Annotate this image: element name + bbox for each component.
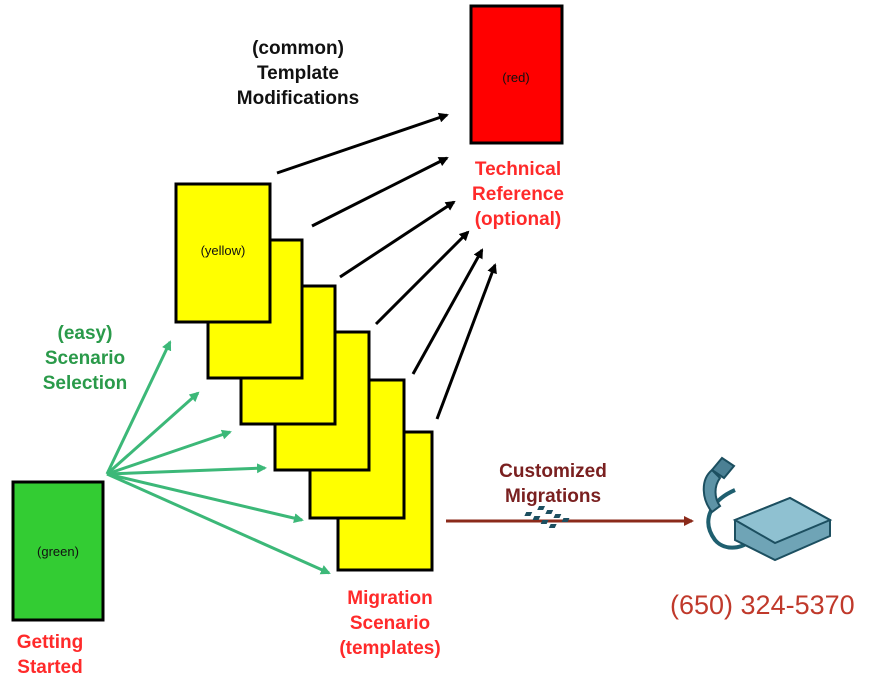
green-arrow [106, 472, 331, 575]
label-line: Template [256, 63, 339, 84]
green-arrow [106, 463, 267, 476]
green-arrow [106, 391, 200, 476]
black-arrow [411, 248, 484, 375]
red-box-label: (red) [502, 70, 529, 85]
label-line: Modifications [236, 88, 360, 109]
black-arrow [311, 156, 449, 228]
black-arrow [435, 263, 497, 420]
label-line: (templates) [339, 638, 441, 659]
phone-number: (650) 324-5370 [670, 590, 855, 620]
black-arrow [276, 112, 449, 175]
getting-started-label: Getting Started [10, 630, 90, 680]
customized-migrations-label: Customized Migrations [493, 459, 613, 509]
label-line: Started [17, 657, 83, 678]
yellow-box [174, 182, 272, 324]
green-arrow [106, 472, 304, 524]
technical-reference-label: Technical Reference (optional) [448, 157, 588, 232]
label-line: Scenario [44, 348, 126, 369]
scenario-selection-label: (easy) Scenario Selection [20, 321, 150, 396]
migration-scenario-label: Migration Scenario (templates) [320, 586, 460, 661]
label-line: Scenario [349, 613, 431, 634]
label-line: Selection [42, 373, 128, 394]
label-line: Getting [16, 632, 84, 653]
yellow-stack [174, 182, 434, 572]
black-arrow [339, 200, 456, 279]
green-box-label: (green) [37, 544, 79, 559]
label-line: (easy) [57, 323, 113, 344]
template-modifications-label: (common) Template Modifications [218, 36, 378, 111]
label-line: (common) [252, 38, 344, 59]
label-line: Migrations [504, 486, 602, 507]
label-line: Migration [347, 588, 433, 609]
red-box [469, 4, 564, 145]
yellow-box-label: (yellow) [201, 243, 246, 258]
black-arrow [374, 230, 470, 326]
green-arrow [105, 340, 172, 475]
green-arrow [106, 429, 232, 476]
label-line: Reference [472, 184, 564, 205]
label-line: Technical [474, 159, 562, 180]
modification-arrows [276, 112, 497, 420]
selection-arrows [105, 340, 331, 575]
label-line: Customized [499, 461, 607, 482]
green-box [11, 480, 105, 622]
label-line: (optional) [474, 209, 562, 230]
telephone-icon [524, 456, 833, 562]
